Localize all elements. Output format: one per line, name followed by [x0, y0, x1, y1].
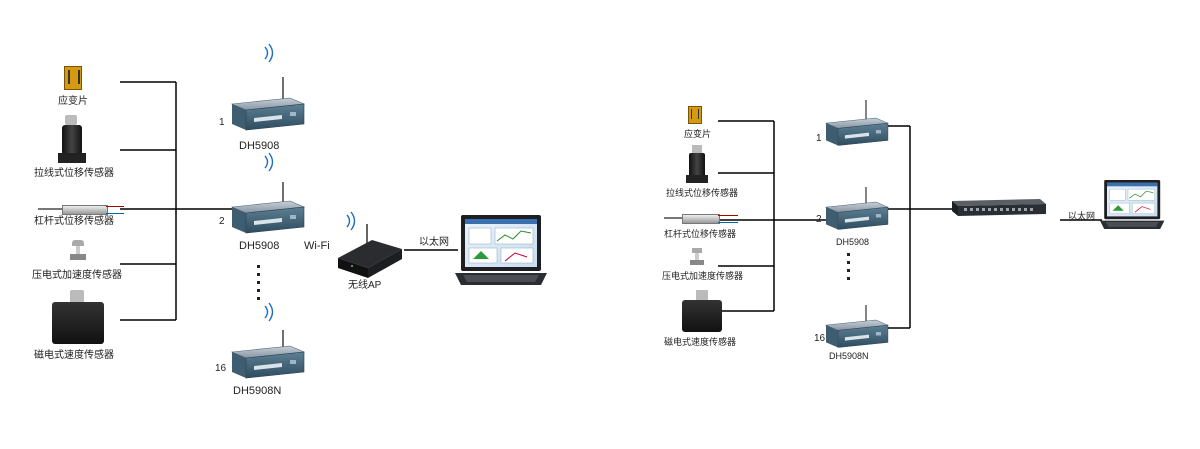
right-device-16-model: DH5908N: [829, 351, 869, 361]
left-device-2-number: 2: [219, 216, 225, 227]
left-laptop-graphic: [454, 214, 548, 286]
draw-wire-sensor-icon: [58, 115, 86, 165]
lever-displacement-sensor-icon: [38, 204, 124, 215]
right-laptop-graphic: [1099, 179, 1165, 230]
right-magnetoelectric-velocity-sensor-icon: [682, 290, 722, 334]
right-device-16-number: 16: [814, 333, 826, 344]
magnetoelectric-velocity-sensor-icon: [52, 290, 104, 346]
right-draw-wire-sensor-icon: [686, 145, 708, 185]
left-device-1-graphic: [231, 43, 305, 131]
right-piezoelectric-accelerometer-icon: [690, 248, 704, 266]
right-sensor-label-1: 应变片: [684, 129, 712, 139]
right-device-16-graphic: [825, 305, 889, 348]
left-sensor-label-5: 磁电式速度传感器: [34, 350, 114, 361]
right-device-1-number: 1: [816, 133, 822, 144]
right-lever-displacement-sensor-icon: [664, 213, 738, 224]
wifi-label: Wi-Fi: [304, 240, 330, 252]
left-device-16-graphic: [231, 302, 305, 379]
right-sensor-label-2: 拉线式位移传感器: [666, 188, 739, 198]
right-sensor-label-3: 杠杆式位移传感器: [664, 229, 737, 239]
left-device-1-number: 1: [219, 117, 225, 128]
right-sensor-bracket: [718, 120, 826, 312]
right-device-2-model: DH5908: [836, 237, 870, 247]
right-sensor-label-4: 压电式加速度传感器: [662, 271, 744, 281]
right-device-2-graphic: [825, 187, 889, 230]
left-device-1-model: DH5908: [239, 140, 280, 152]
right-device-1-graphic: [825, 100, 889, 146]
right-sensor-label-5: 磁电式速度传感器: [664, 337, 737, 347]
left-sensor-label-2: 拉线式位移传感器: [34, 168, 114, 179]
right-strain-gauge-icon: [688, 106, 702, 124]
network-switch-graphic: [952, 199, 1046, 216]
right-ethernet-label: 以太网: [1068, 211, 1096, 221]
piezoelectric-accelerometer-icon: [70, 240, 86, 262]
left-sensor-label-1: 应变片: [58, 96, 88, 107]
left-device-2-graphic: [231, 152, 305, 234]
left-sensor-label-3: 杠杆式位移传感器: [34, 216, 114, 227]
wireless-ap-label: 无线AP: [348, 280, 382, 291]
right-device-2-number: 2: [816, 214, 822, 225]
left-ellipsis-dots: [257, 265, 260, 300]
left-device-2-model: DH5908: [239, 240, 280, 252]
right-ellipsis-dots: [847, 253, 850, 280]
left-sensor-label-4: 压电式加速度传感器: [32, 270, 122, 281]
strain-gauge-icon: [64, 66, 82, 90]
right-switch-bracket: [888, 125, 952, 329]
left-ethernet-label: 以太网: [419, 237, 449, 248]
left-device-16-model: DH5908N: [233, 385, 282, 397]
left-device-16-number: 16: [215, 363, 227, 374]
left-sensor-bracket: [120, 81, 238, 321]
wireless-ap-graphic: [338, 211, 402, 278]
